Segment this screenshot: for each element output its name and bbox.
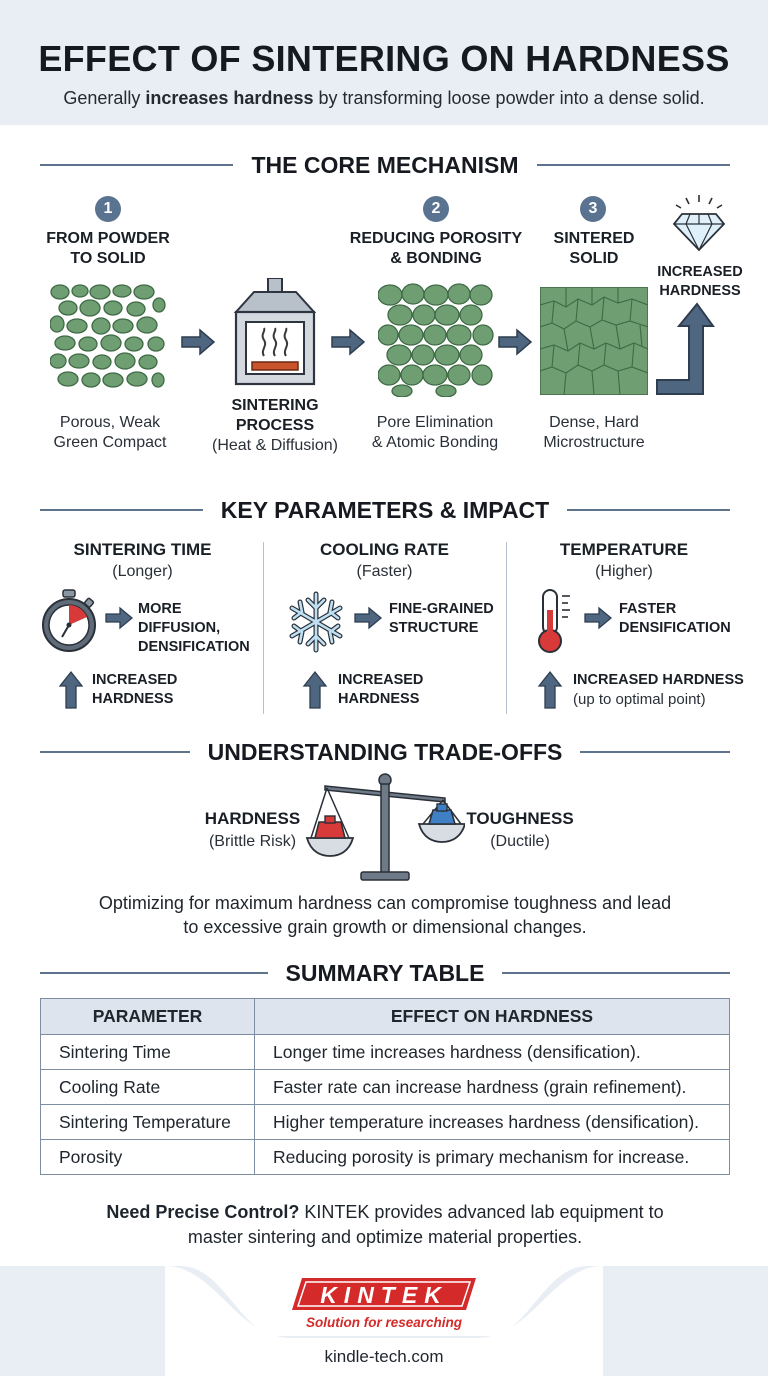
powder-particles-image [50, 284, 166, 388]
bonded-particles-image [378, 283, 494, 397]
arrow-right-icon [181, 328, 216, 356]
balance-scale-icon [305, 773, 465, 881]
parameter-title: TEMPERATURE [559, 540, 689, 559]
table-header: PARAMETER [40, 998, 255, 1035]
website-link[interactable]: kindle-tech.com [324, 1347, 444, 1366]
snowflake-icon [289, 591, 343, 653]
tradeoff-note: Optimizing for maximum hardness can comp… [98, 893, 672, 937]
parameter-qualifier: (Faster) [356, 563, 413, 580]
parameter-qualifier: (Higher) [595, 563, 653, 580]
step-number-1: 1 [95, 196, 121, 222]
stopwatch-icon [42, 589, 96, 652]
table-row: Sintering Temperature Higher temperature… [40, 1104, 730, 1140]
call-to-action: Need Precise Control? KINTEK provides ad… [106, 1202, 664, 1247]
parameter-title: SINTERING TIME [73, 540, 212, 559]
toughness-side-label: TOUGHNESS (Ductile) [466, 809, 574, 850]
table-header: EFFECT ON HARDNESS [254, 998, 730, 1035]
parameter-effect: MORE DIFFUSION,DENSIFICATION [138, 601, 250, 655]
column-divider [263, 542, 264, 714]
parameter-title: COOLING RATE [319, 540, 450, 559]
arrow-right-icon [105, 606, 134, 630]
parameter-sintering-time: SINTERING TIME (Longer) [40, 540, 245, 582]
brand-tagline: Solution for researching [306, 1315, 463, 1330]
arrow-up-icon [58, 670, 84, 709]
diamond-icon [672, 195, 726, 252]
table-cell: Cooling Rate [40, 1069, 255, 1105]
table-cell: Porosity [40, 1139, 255, 1175]
table-header-row: PARAMETER EFFECT ON HARDNESS [40, 998, 730, 1035]
step-2-title: REDUCING POROSITY& BONDING [349, 230, 523, 267]
sintered-solid-image [540, 287, 648, 395]
table-row: Porosity Reducing porosity is primary me… [40, 1139, 730, 1175]
thermometer-icon [538, 589, 570, 653]
brand-name: KINTEK [320, 1282, 448, 1308]
section-title-tradeoffs: UNDERSTANDING TRADE-OFFS [40, 737, 731, 767]
arrow-right-icon [498, 328, 533, 356]
arrow-right-icon [331, 328, 366, 356]
arrow-right-icon [584, 606, 613, 630]
step-2-caption: Pore Elimination& Atomic Bonding [371, 414, 499, 451]
arrow-up-icon [656, 302, 715, 395]
table-cell: Sintering Temperature [40, 1104, 255, 1140]
table-cell: Higher temperature increases hardness (d… [254, 1104, 730, 1140]
kintek-logo: KINTEK Solution for researching [292, 1278, 476, 1330]
section-title-summary: SUMMARY TABLE [40, 958, 730, 988]
step-number-2: 2 [423, 196, 449, 222]
page-subtitle: Generally increases hardness by transfor… [63, 88, 705, 108]
step-number-3: 3 [580, 196, 606, 222]
table-cell: Sintering Time [40, 1034, 255, 1070]
page-title: EFFECT OF SINTERING ON HARDNESS [38, 38, 730, 79]
furnace-icon [233, 278, 317, 386]
sintering-process-subtitle: (Heat & Diffusion) [212, 437, 338, 454]
parameter-result: INCREASED HARDNESS (up to optimal point) [573, 672, 744, 708]
hardness-side-label: HARDNESS (Brittle Risk) [204, 809, 301, 850]
summary-table: PARAMETER EFFECT ON HARDNESS Sintering T… [40, 998, 730, 1175]
parameter-cooling-rate: COOLING RATE (Faster) [282, 540, 487, 582]
parameter-qualifier: (Longer) [112, 563, 173, 580]
table-cell: Reducing porosity is primary mechanism f… [254, 1139, 730, 1175]
section-title-parameters: KEY PARAMETERS & IMPACT [40, 495, 731, 525]
arrow-right-icon [354, 606, 383, 630]
table-cell: Faster rate can increase hardness (grain… [254, 1069, 730, 1105]
arrow-up-icon [302, 670, 328, 709]
section-title-mechanism: THE CORE MECHANISM [40, 150, 730, 180]
table-cell: Longer time increases hardness (densific… [254, 1034, 730, 1070]
table-row: Cooling Rate Faster rate can increase ha… [40, 1069, 730, 1105]
arrow-up-icon [537, 670, 563, 709]
column-divider [506, 542, 507, 714]
table-row: Sintering Time Longer time increases har… [40, 1034, 730, 1070]
parameter-temperature: TEMPERATURE (Higher) [520, 540, 728, 582]
header-banner: EFFECT OF SINTERING ON HARDNESS Generall… [0, 0, 768, 125]
